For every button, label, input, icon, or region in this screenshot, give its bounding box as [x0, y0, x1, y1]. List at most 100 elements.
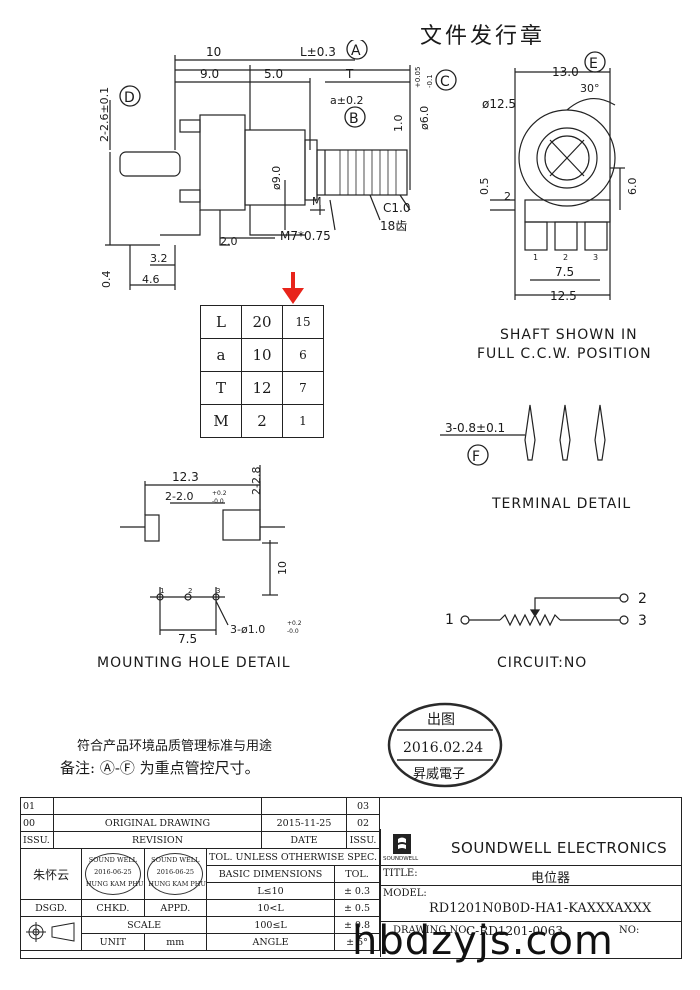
dim-d6-tol-top: +0.05 [414, 67, 422, 88]
dim-hole-tol-top: +0.2 [287, 620, 302, 627]
dim-d9: ø9.0 [270, 166, 283, 190]
title-value: 电位器 [531, 871, 571, 886]
dim-teeth: 18齿 [380, 219, 407, 233]
release-stamp: 出图 2016.02.24 昇威電子 [387, 702, 503, 788]
dim-a: a±0.2 [330, 94, 363, 107]
label-C: C [440, 74, 450, 90]
dim-hole-tol-bot: -0.0 [287, 628, 299, 635]
dim-T: T [345, 67, 354, 81]
projection-icon [26, 922, 75, 942]
front-view-drawing: E 13.0 ø12.5 30° 0.5 2 6.0 7.5 12.5 1 2 … [478, 51, 639, 303]
dim-terminal: 3-0.8±0.1 [445, 421, 505, 435]
table-row: DSGD. CHKD. APPD. 10<L ± 0.5 [19, 899, 380, 917]
table-row: UNIT mm ANGLE ± 5° [21, 933, 380, 951]
pin-1: 1 [533, 253, 538, 262]
model-label: MODEL: [383, 888, 427, 899]
revision-table: 01 03 00 ORIGINAL DRAWING 2015-11-25 02 … [20, 797, 380, 849]
dim-6: 6.0 [626, 178, 639, 196]
dim-2: 2 [504, 190, 511, 203]
dim-2-0: 2.0 [220, 235, 238, 248]
shaft-caption-line1: SHAFT SHOWN IN [500, 327, 638, 343]
table-row: 01 03 [20, 797, 380, 815]
soundwell-logo-icon [393, 834, 411, 854]
circuit-caption: CIRCUIT:NO [497, 655, 588, 671]
tolerance-table: 朱怀云 SOUND WELL 2016-06-25 HUNG KAM PHU S… [19, 848, 380, 951]
stamp-date: 2016.02.24 [403, 740, 483, 756]
dim-4-6: 4.6 [142, 273, 160, 286]
doc-release-stamp-title: 文件发行章 [420, 24, 546, 49]
dim-0-5: 0.5 [478, 178, 491, 196]
dim-slot-tol-bot: -0.0 [212, 498, 224, 505]
label-E: E [589, 56, 598, 72]
shaft-caption-line2: FULL C.C.W. POSITION [477, 346, 652, 362]
drawing-value: C-RD1201-0063 [466, 924, 564, 938]
dim-7-5-mount: 7.5 [178, 632, 197, 646]
terminal-caption: TERMINAL DETAIL [492, 496, 632, 512]
pin-3: 3 [593, 253, 598, 262]
dim-13: 13.0 [552, 65, 579, 79]
circuit-node-2: 2 [638, 591, 647, 607]
dim-M: M [312, 195, 322, 208]
hole-3: 3 [216, 587, 220, 595]
watermark: hbdzyjs.com [352, 918, 614, 964]
table-row: ISSU. REVISION DATE ISSU. [20, 831, 380, 849]
terminal-detail-drawing: 3-0.8±0.1 F [440, 404, 606, 466]
table-row: BASIC DIMENSIONS TOL. [21, 865, 380, 883]
table-row: SCALE 100≤L ± 0.8 [19, 916, 380, 951]
hole-2: 2 [188, 587, 192, 595]
table-row: 00 ORIGINAL DRAWING 2015-11-25 02 [20, 814, 380, 832]
no-label: NO: [619, 925, 640, 936]
logo-text: SOUNDWELL [383, 856, 419, 862]
dim-10-mount: 10 [276, 561, 289, 575]
company-name: SOUNDWELL ELECTRONICS [451, 839, 668, 857]
highlight-arrow [282, 272, 304, 304]
note-line2: 备注: Ⓐ-Ⓕ 为重点管控尺寸。 [60, 759, 260, 777]
note-line1: 符合产品环境品质管理标准与用途 [77, 739, 273, 754]
dim-12-5: 12.5 [550, 289, 577, 303]
dim-slot: 2-2.0 [165, 490, 193, 503]
dim-0-4: 0.4 [100, 271, 113, 289]
company-block: SOUNDWELL SOUNDWELL ELECTRONICS TITLE: 电… [380, 829, 681, 957]
dim-5: 5.0 [264, 67, 283, 81]
dim-3-2: 3.2 [150, 252, 168, 265]
table-row: 朱怀云 SOUND WELL 2016-06-25 HUNG KAM PHU S… [19, 848, 380, 900]
dim-pin: 2-2.6±0.1 [98, 87, 111, 142]
dim-d12-5: ø12.5 [482, 97, 516, 111]
circuit-drawing: 1 2 3 [445, 591, 647, 629]
dim-thread: M7*0.75 [280, 229, 331, 243]
model-value: RD1201N0B0D-HA1-KAXXXAXXX [429, 901, 652, 916]
mounting-hole-drawing: 12.3 2-2.0 +0.2 -0.0 2-2.8 10 1 2 3 7.5 … [120, 465, 302, 646]
hole-1: 1 [160, 587, 164, 595]
dim-hole: 3-ø1.0 [230, 623, 265, 636]
pin-2: 2 [563, 253, 568, 262]
label-F: F [472, 449, 480, 465]
dim-height-10: 10 [80, 205, 83, 220]
dim-slot-h: 2-2.8 [250, 467, 263, 495]
appd-stamp: SOUND WELL 2016-06-25 HUNG KAM PHU [143, 848, 208, 900]
stamp-top: 出图 [427, 712, 455, 728]
dim-d6: ø6.0 [418, 106, 431, 130]
dim-12-3: 12.3 [172, 470, 199, 484]
dim-d6-tol-bot: -0.1 [426, 74, 434, 88]
dim-chamfer: C1.0 [383, 201, 410, 215]
circuit-node-3: 3 [638, 613, 647, 629]
dim-L: L±0.3 [300, 45, 336, 59]
dim-1: 1.0 [392, 115, 405, 133]
dim-7-5: 7.5 [555, 265, 574, 279]
title-label: TITLE: [383, 868, 418, 879]
label-A: A [351, 43, 361, 59]
drawing-label: DRAWING NO: [393, 925, 470, 936]
label-D: D [124, 90, 135, 106]
dim-slot-tol-top: +0.2 [212, 490, 227, 497]
chkd-stamp: SOUND WELL 2016-06-25 HUNG KAM PHU [81, 848, 145, 900]
mounting-caption: MOUNTING HOLE DETAIL [97, 655, 291, 671]
side-view-drawing: A B C D 10 L±0.3 9.0 5.0 T a±0.2 1.0 ø6.… [80, 40, 457, 290]
dim-9: 9.0 [200, 67, 219, 81]
stamp-bottom: 昇威電子 [413, 767, 465, 782]
dim-10-top: 10 [206, 45, 221, 59]
